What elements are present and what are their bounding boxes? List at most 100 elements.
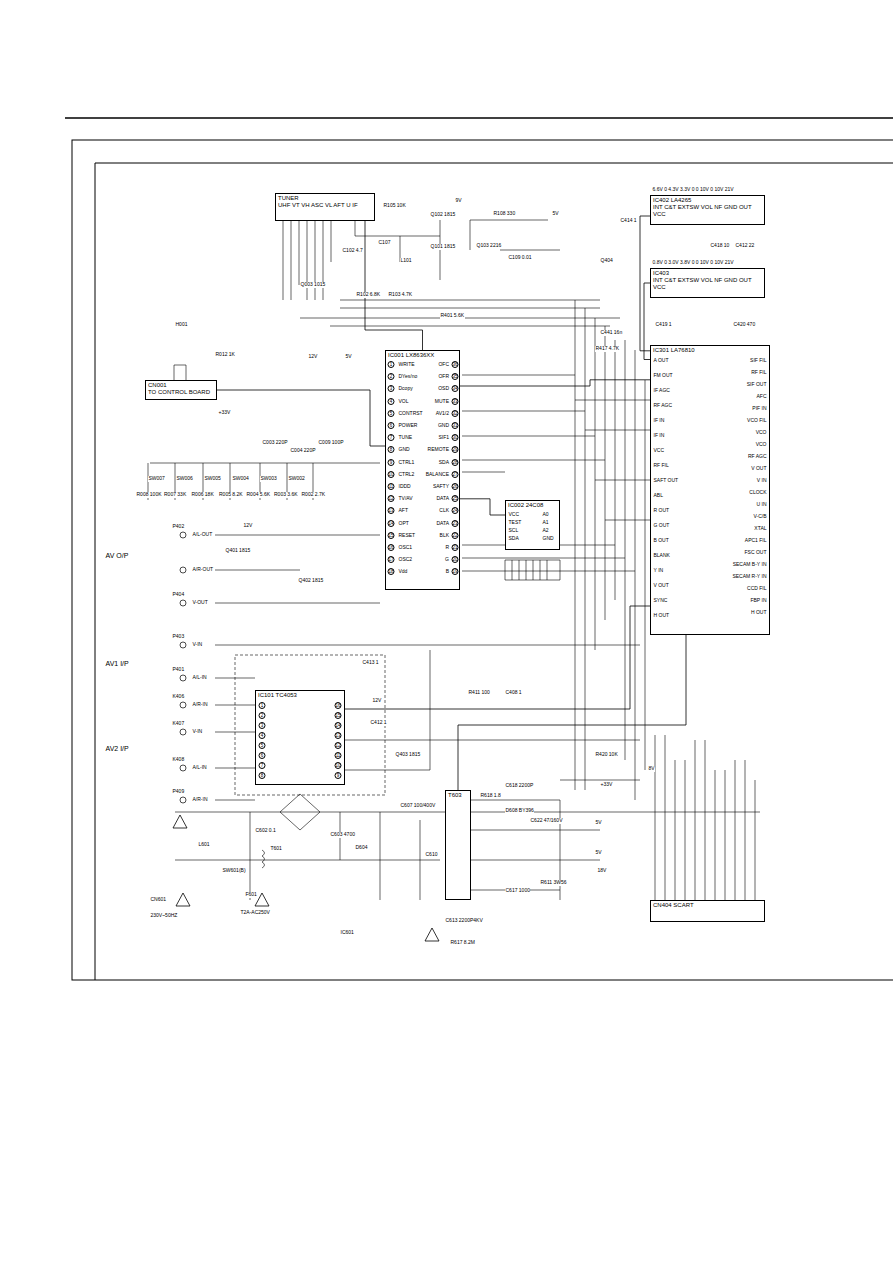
pin-number: 7: [259, 762, 266, 769]
component-label: APC1 FIL: [744, 538, 767, 544]
component-label: SIF1: [438, 435, 450, 441]
component-label: SYNC: [653, 598, 668, 604]
pin-number: 26: [452, 483, 459, 490]
component-label: C102 4.7: [342, 248, 363, 254]
pin-number: 13: [335, 732, 342, 739]
component-label: PIF IN: [752, 406, 767, 412]
pin-number: 2: [388, 373, 395, 380]
component-label: SW006: [176, 476, 193, 482]
component-label: G OUT: [653, 523, 670, 529]
component-label: VCO: [755, 442, 767, 448]
component-label: R OUT: [653, 508, 670, 514]
component-label: IC601: [340, 930, 354, 936]
component-label: VCC: [653, 448, 665, 454]
component-label: CCD FIL: [747, 586, 767, 592]
component-label: C418 10: [710, 243, 730, 249]
pin-number: 1: [388, 361, 395, 368]
component-label: 12V: [243, 523, 253, 529]
component-label: CN601: [150, 897, 167, 903]
component-label: R103 4.7K: [388, 292, 413, 298]
component-label: OPT: [398, 521, 409, 527]
component-label: BLK: [439, 533, 449, 539]
component-label: +33V: [600, 782, 613, 788]
pin-number: 35: [452, 373, 459, 380]
component-label: CLK: [439, 508, 450, 514]
component-label: BALANCE: [425, 472, 449, 478]
component-label: A/L-IN: [192, 675, 207, 681]
component-label: C441 16n: [600, 330, 623, 336]
component-label: U IN: [756, 502, 767, 508]
component-label: A/L-OUT: [192, 532, 213, 538]
component-label: R006 18K: [191, 492, 214, 498]
component-label: C414 1: [620, 218, 637, 224]
component-label: VCO: [755, 430, 767, 436]
component-label: OFR: [438, 374, 450, 380]
component-label: 5V: [552, 211, 559, 217]
signal-wire: [217, 390, 385, 446]
component-label: R611 3W56: [540, 880, 567, 886]
component-label: Q401 1815: [225, 548, 251, 554]
pin-number: 3: [259, 722, 266, 729]
component-label: A/R-IN: [192, 702, 208, 708]
pin-number: 9: [335, 772, 342, 779]
component-label: AV1/2: [435, 411, 449, 417]
component-label: T601: [270, 846, 282, 852]
component-label: SW007: [148, 476, 165, 482]
component-label: IF IN: [653, 418, 665, 424]
component-label: TUNE: [398, 435, 413, 441]
component-label: XTAL: [754, 526, 767, 532]
component-label: IF IN: [653, 433, 665, 439]
pin-number: 24: [452, 507, 459, 514]
component-label: C408 1: [505, 690, 522, 696]
pin-number: 11: [388, 483, 395, 490]
component-label: R003 3.6K: [274, 492, 299, 498]
part-name: IC101 TC4053: [258, 692, 342, 699]
component-label: Q402 1815: [298, 578, 324, 584]
component-label: CLOCK: [749, 490, 767, 496]
component-label: SDA: [438, 460, 449, 466]
component-label: G: [445, 557, 450, 563]
component-label: C412 22: [735, 243, 755, 249]
pin-number: 12: [335, 742, 342, 749]
component-label: P404: [172, 592, 185, 598]
pin-number: 8: [259, 772, 266, 779]
component-label: GND: [398, 447, 410, 453]
component-label: ABL: [653, 493, 663, 499]
component-label: SW002: [288, 476, 305, 482]
component-label: OSD: [438, 386, 450, 392]
pin-number: 5: [259, 742, 266, 749]
component-label: 5V: [595, 850, 602, 856]
component-label: AFT: [398, 508, 408, 514]
component-label: SW005: [204, 476, 221, 482]
part-name: IC001 LX8636XX: [388, 352, 457, 359]
component-label: 12V: [308, 354, 318, 360]
component-label: C107: [378, 240, 391, 246]
component-label: C420 470: [733, 322, 756, 328]
component-label: RF AGC: [747, 454, 767, 460]
component-label: R004 5.6K: [246, 492, 271, 498]
component-label: CTRL1: [398, 460, 415, 466]
pin-number: 1: [259, 702, 266, 709]
component-label: POWER: [398, 423, 418, 429]
component-label: V OUT: [751, 466, 767, 472]
component-label: VOL: [398, 399, 409, 405]
component-label: K406: [172, 694, 185, 700]
part-name: IC403: [653, 270, 762, 277]
component-label: SAFTY: [432, 484, 449, 490]
pin-number: 22: [452, 532, 459, 539]
component-label: R411 100: [468, 690, 490, 696]
pin-number: 28: [452, 459, 459, 466]
component-label: V-IN: [192, 642, 203, 648]
component-label: SCL: [508, 528, 519, 534]
component-box: IC101 TC4053: [255, 690, 345, 785]
pin-number: 12: [388, 495, 395, 502]
component-label: A/L-IN: [192, 765, 207, 771]
component-label: AV2 I/P: [105, 745, 129, 753]
component-label: DATA: [436, 521, 450, 527]
pin-row: TO CONTROL BOARD: [148, 389, 214, 396]
pin-number: 19: [452, 568, 459, 575]
component-label: R012 1K: [215, 352, 235, 358]
component-label: +33V: [218, 410, 231, 416]
component-label: Y IN: [653, 568, 664, 574]
